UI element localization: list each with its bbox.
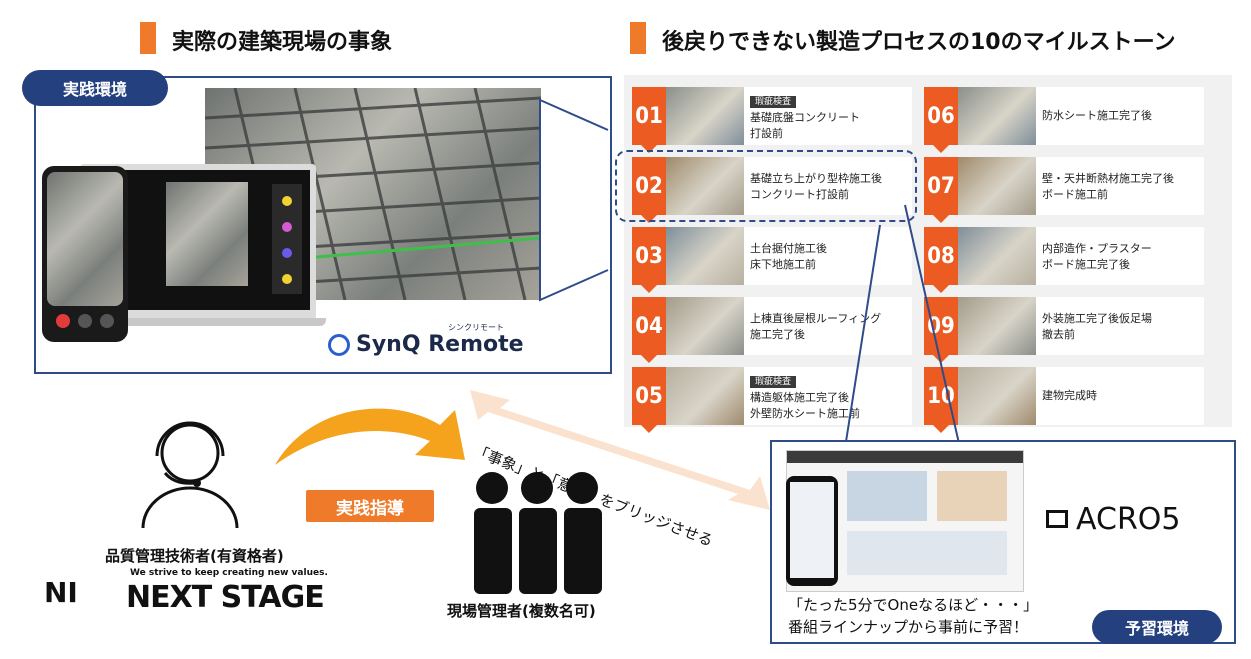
- milestone-photo: [666, 87, 744, 145]
- right-header-title: 後戻りできない製造プロセスの10のマイルストーン: [662, 30, 1176, 55]
- end-call-icon[interactable]: [56, 314, 70, 328]
- milestone-03: 03 土台据付施工後床下地施工前: [632, 227, 912, 293]
- prep-caption-line1: 「たった5分でOneなるほど・・・」: [788, 596, 1039, 614]
- milestone-line: コンクリート打設前: [750, 188, 849, 201]
- nextstage-tagline: We strive to keep creating new values.: [130, 568, 328, 578]
- nextstage-logo: NI We strive to keep creating new values…: [40, 566, 340, 646]
- milestone-photo: [958, 297, 1036, 355]
- milestone-number: 06: [924, 87, 958, 153]
- left-header-title: 実際の建築現場の事象: [172, 30, 393, 55]
- milestone-number: 09: [924, 297, 958, 363]
- milestone-photo: [666, 227, 744, 285]
- milestone-line: 壁・天井断熱材施工完了後: [1042, 172, 1174, 185]
- practice-env-badge: 実践環境: [22, 70, 168, 106]
- milestone-01: 01 瑕疵検査基礎底盤コンクリート打設前: [632, 87, 912, 153]
- milestone-05: 05 瑕疵検査構造躯体施工完了後外壁防水シート施工前: [632, 367, 912, 433]
- milestone-text: 上棟直後屋根ルーフィング施工完了後: [750, 311, 910, 343]
- practice-instruction-label: 実践指導: [306, 490, 434, 522]
- synq-logo-text: SynQ Remote: [356, 332, 524, 357]
- milestone-line: 打設前: [750, 127, 783, 140]
- milestone-number: 04: [632, 297, 666, 363]
- milestone-photo: [666, 297, 744, 355]
- milestone-line: 土台据付施工後: [750, 242, 827, 255]
- milestone-number: 05: [632, 367, 666, 433]
- milestone-line: 防水シート施工完了後: [1042, 109, 1152, 122]
- milestone-line: 施工完了後: [750, 328, 805, 341]
- group-people-icon: [474, 472, 602, 594]
- acro-logo: ACRO5: [1046, 500, 1206, 540]
- inspection-tag: 瑕疵検査: [750, 96, 797, 108]
- milestone-number: 07: [924, 157, 958, 223]
- prep-phone: [786, 476, 838, 586]
- milestone-line: 外装施工完了後仮足場: [1042, 312, 1152, 325]
- right-header-bar: [630, 22, 646, 54]
- prep-env-badge: 予習環境: [1092, 610, 1222, 644]
- laptop-base: [70, 318, 326, 326]
- headset-person-icon: [141, 421, 239, 529]
- milestone-line: 上棟直後屋根ルーフィング: [750, 312, 882, 325]
- milestone-photo: [666, 367, 744, 425]
- milestone-06: 06 防水シート施工完了後: [924, 87, 1204, 153]
- mic-icon[interactable]: [78, 314, 92, 328]
- milestone-text: 瑕疵検査基礎底盤コンクリート打設前: [750, 93, 910, 142]
- milestone-07: 07 壁・天井断熱材施工完了後ボード施工前: [924, 157, 1204, 223]
- milestone-line: ボード施工前: [1042, 188, 1108, 201]
- milestone-09: 09 外装施工完了後仮足場撤去前: [924, 297, 1204, 363]
- milestone-photo: [958, 367, 1036, 425]
- milestone-line: 建物完成時: [1042, 389, 1097, 402]
- milestone-number: 08: [924, 227, 958, 293]
- milestone-04: 04 上棟直後屋根ルーフィング施工完了後: [632, 297, 912, 363]
- milestone-text: 瑕疵検査構造躯体施工完了後外壁防水シート施工前: [750, 373, 910, 422]
- milestone-text: 建物完成時: [1042, 388, 1202, 404]
- milestone-line: 内部造作・プラスター: [1042, 242, 1152, 255]
- left-header-bar: [140, 22, 156, 54]
- managers-label: 現場管理者(複数名可): [447, 602, 596, 620]
- instruction-arrow: [275, 408, 465, 465]
- milestone-text: 壁・天井断熱材施工完了後ボード施工前: [1042, 171, 1202, 203]
- synq-s-icon: [328, 334, 350, 356]
- inspection-tag: 瑕疵検査: [750, 376, 797, 388]
- milestone-line: 撤去前: [1042, 328, 1075, 341]
- milestone-line: 構造躯体施工完了後: [750, 391, 849, 404]
- milestone-08: 08 内部造作・プラスターボード施工完了後: [924, 227, 1204, 293]
- milestone-number: 01: [632, 87, 666, 153]
- camera-icon[interactable]: [100, 314, 114, 328]
- milestone-text: 外装施工完了後仮足場撤去前: [1042, 311, 1202, 343]
- milestone-text: 基礎立ち上がり型枠施工後コンクリート打設前: [750, 171, 910, 203]
- synq-logo: SynQ Remote シンクリモート: [328, 323, 538, 364]
- milestone-line: ボード施工完了後: [1042, 258, 1130, 271]
- milestone-number: 02: [632, 157, 666, 223]
- milestone-photo: [958, 157, 1036, 215]
- milestone-line: 外壁防水シート施工前: [750, 407, 860, 420]
- bridge-arrow: [470, 390, 770, 510]
- phone-device: [42, 166, 128, 342]
- milestone-photo: [958, 87, 1036, 145]
- milestone-line: 床下地施工前: [750, 258, 816, 271]
- milestone-line: 基礎底盤コンクリート: [750, 111, 860, 124]
- nextstage-mark: NI: [44, 576, 78, 609]
- milestone-text: 防水シート施工完了後: [1042, 108, 1202, 124]
- milestone-text: 土台据付施工後床下地施工前: [750, 241, 910, 273]
- engineer-label: 品質管理技術者(有資格者): [105, 547, 284, 565]
- synq-logo-kana: シンクリモート: [448, 323, 504, 332]
- acro-logo-text: ACRO5: [1076, 502, 1181, 537]
- nextstage-name: NEXT STAGE: [126, 580, 325, 615]
- milestone-02: 02 基礎立ち上がり型枠施工後コンクリート打設前: [632, 157, 912, 223]
- milestone-photo: [666, 157, 744, 215]
- milestone-photo: [958, 227, 1036, 285]
- milestone-line: 基礎立ち上がり型枠施工後: [750, 172, 882, 185]
- milestone-number: 03: [632, 227, 666, 293]
- milestone-02-highlight: [615, 150, 917, 222]
- milestone-text: 内部造作・プラスターボード施工完了後: [1042, 241, 1202, 273]
- acro-mark-icon: [1046, 510, 1068, 528]
- prep-caption-line2: 番組ラインナップから事前に予習！: [788, 618, 1029, 636]
